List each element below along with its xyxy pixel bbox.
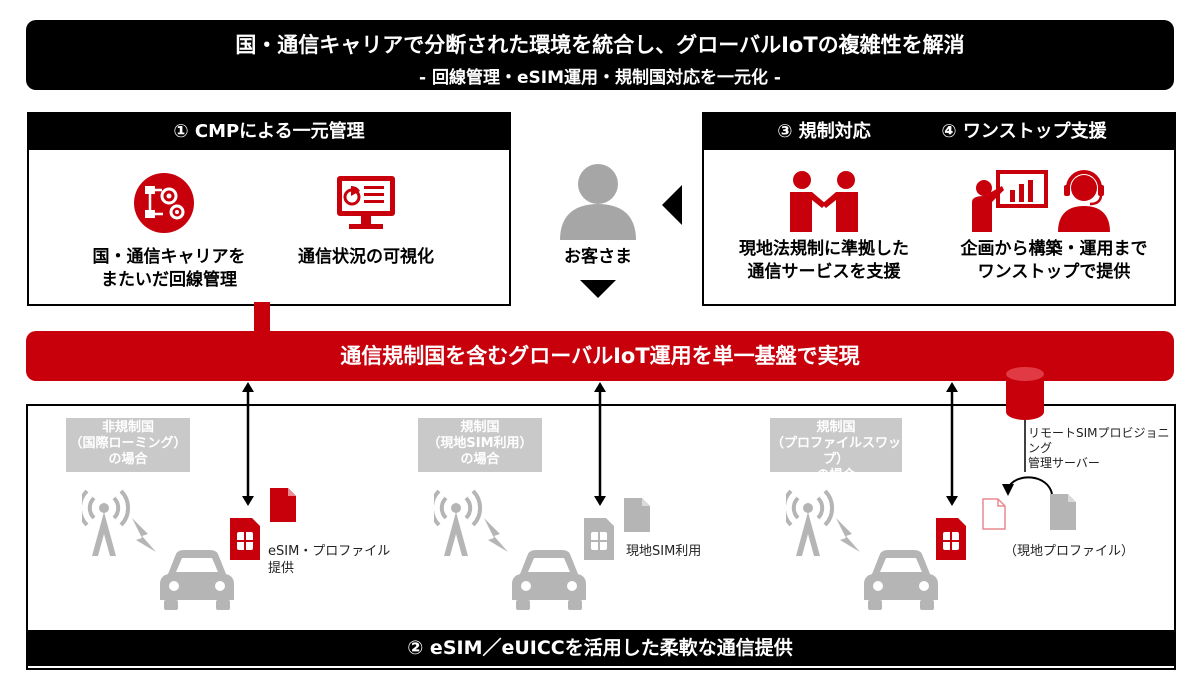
support-item2-line1: 企画から構築・運用まで [960, 239, 1148, 259]
cmp-panel: ① CMPによる一元管理 国・通信キャリアを またいだ回線管理 通信状況の可視化 [27, 112, 511, 306]
region-label-non-regulated: 非規制国 （国際ローミング） の場合 [66, 418, 190, 472]
sim-card-icon [230, 518, 260, 560]
footer-label: ② eSIM／eUICCを活用した柔軟な通信提供 [26, 630, 1174, 666]
database-icon [1006, 367, 1044, 420]
monitor-chart-icon [337, 176, 395, 229]
sim-card-icon [936, 518, 966, 560]
document-outline-icon [982, 498, 1006, 530]
document-icon [1050, 494, 1076, 530]
document-icon [624, 498, 650, 532]
antenna-icon [82, 489, 156, 556]
gear-network-icon [134, 173, 194, 233]
page-subtitle: - 回線管理・eSIM運用・規制国対応を一元化 - [419, 68, 781, 88]
region1-label-line2: （国際ローミング） [69, 436, 187, 451]
double-arrow-icon [242, 382, 254, 506]
server-label-line1: リモートSIMプロビジョニング [1028, 426, 1170, 455]
server-connector-line [1024, 420, 1026, 472]
support-item1-line1: 現地法規制に準拠した [739, 239, 909, 259]
headset-operator-icon [1058, 170, 1110, 232]
region1-label-line1: 非規制国 [101, 420, 154, 435]
cmp-item1-line2: またいだ回線管理 [101, 270, 237, 290]
left-triangle-icon [662, 185, 682, 225]
region2-label-line3: の場合 [460, 452, 500, 467]
cmp-item-visualization: 通信状況の可視化 [298, 247, 434, 267]
region1-label-line3: の場合 [108, 452, 148, 467]
server-label: リモートSIMプロビジョニング 管理サーバー [1028, 426, 1178, 471]
region2-note: 現地SIM利用 [626, 544, 702, 559]
region2-label-line1: 規制国 [460, 420, 500, 435]
down-triangle-icon [580, 280, 616, 298]
cmp-item1-line1: 国・通信キャリアを [92, 247, 246, 267]
antenna-icon [786, 489, 860, 556]
sim-card-icon [584, 518, 614, 560]
car-icon [512, 550, 586, 610]
support-item1-line2: 通信サービスを支援 [747, 262, 901, 282]
platform-bar: 通信規制国を含むグローバルIoT運用を単一基盤で実現 [26, 331, 1174, 381]
cmp-connector [254, 302, 270, 332]
region1-note: eSIM・プロファイル 提供 [268, 543, 408, 577]
car-icon [864, 550, 938, 610]
customer-label: お客さま [564, 247, 632, 267]
cmp-header: ① CMPによる一元管理 [29, 114, 509, 150]
antenna-icon [434, 489, 508, 556]
support-item-onestop: 企画から構築・運用まで ワンストップで提供 [940, 238, 1168, 284]
region-label-profile-swap: 規制国 （プロファイルスワップ） の場合 [770, 418, 902, 483]
region-label-local-sim: 規制国 （現地SIM利用） の場合 [418, 418, 542, 472]
region1-note-line1: eSIM・プロファイル [268, 544, 391, 559]
curved-arrow-icon [1002, 476, 1053, 496]
region3-label-line1: 規制国 [816, 420, 856, 435]
handshake-icon [790, 171, 858, 232]
presentation-icon [972, 170, 1048, 232]
double-arrow-icon [594, 382, 606, 506]
support-header: ③ 規制対応 ④ ワンストップ支援 [704, 114, 1174, 150]
cmp-item-line-management: 国・通信キャリアを またいだ回線管理 [69, 246, 269, 292]
support-item-regulation: 現地法規制に準拠した 通信サービスを支援 [714, 238, 934, 284]
region3-label-line2: （プロファイルスワップ） [770, 436, 901, 467]
document-icon [270, 488, 296, 522]
region1-note-line2: 提供 [268, 561, 295, 576]
car-icon [160, 550, 234, 610]
onestop-header: ④ ワンストップ支援 [941, 121, 1107, 142]
title-banner: 国・通信キャリアで分断された環境を統合し、グローバルIoTの複雑性を解消 - 回… [26, 20, 1174, 90]
person-icon [560, 164, 636, 240]
region3-label-line3: の場合 [816, 468, 856, 483]
regulation-header: ③ 規制対応 [777, 121, 871, 142]
server-label-line2: 管理サーバー [1028, 456, 1100, 470]
double-arrow-icon [946, 382, 958, 506]
page-title: 国・通信キャリアで分断された環境を統合し、グローバルIoTの複雑性を解消 [235, 33, 965, 57]
support-panel: ③ 規制対応 ④ ワンストップ支援 現地法規制に準拠した 通信サービスを支援 企… [702, 112, 1176, 306]
support-item2-line2: ワンストップで提供 [977, 262, 1131, 282]
region2-label-line2: （現地SIM利用） [427, 436, 533, 451]
region3-note: （現地プロファイル） [1004, 544, 1135, 559]
